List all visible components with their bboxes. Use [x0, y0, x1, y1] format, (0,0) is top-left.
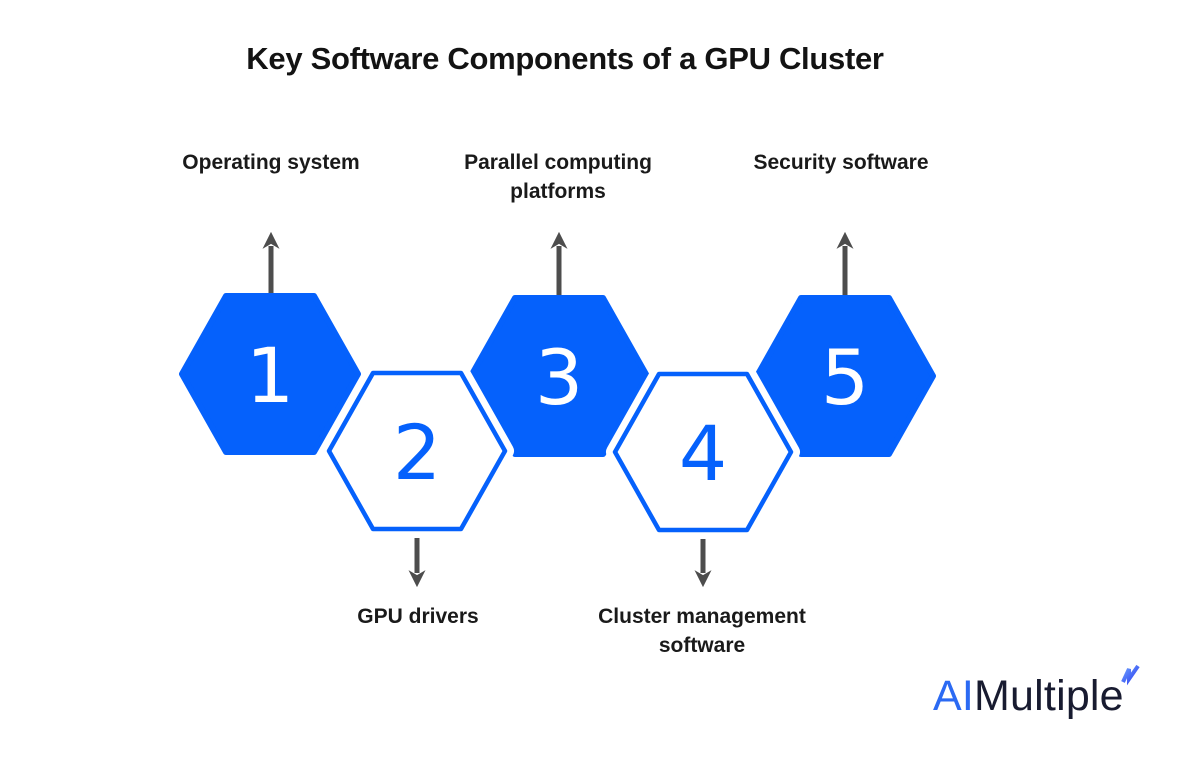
logo-zigzag-check-icon — [1121, 664, 1140, 686]
hexagon-2 — [326, 370, 508, 532]
logo-ai-text: AI — [933, 672, 975, 720]
hexagon-5 — [754, 295, 936, 457]
hexagon-number-3: 3 — [535, 333, 583, 422]
label-gpu-drivers: GPU drivers — [357, 605, 479, 628]
hexagon-number-1: 1 — [246, 331, 294, 420]
hexagon-number-5: 5 — [821, 333, 869, 422]
page-title: Key Software Components of a GPU Cluster — [246, 41, 884, 76]
hexagon-1 — [179, 293, 361, 455]
hexagon-3 — [468, 295, 650, 457]
hexagon-number-2: 2 — [393, 408, 441, 497]
hexagon-number-4: 4 — [679, 409, 727, 498]
label-cluster-management-software: Cluster management software — [598, 605, 806, 657]
hexagon-4 — [612, 371, 794, 533]
logo-multiple-text: Multiple — [974, 672, 1124, 720]
label-operating-system: Operating system — [182, 151, 360, 174]
label-parallel-computing-platforms: Parallel computing platforms — [464, 151, 652, 203]
aimultiple-logo: AIMultiple — [933, 672, 1124, 720]
label-security-software: Security software — [753, 151, 929, 174]
